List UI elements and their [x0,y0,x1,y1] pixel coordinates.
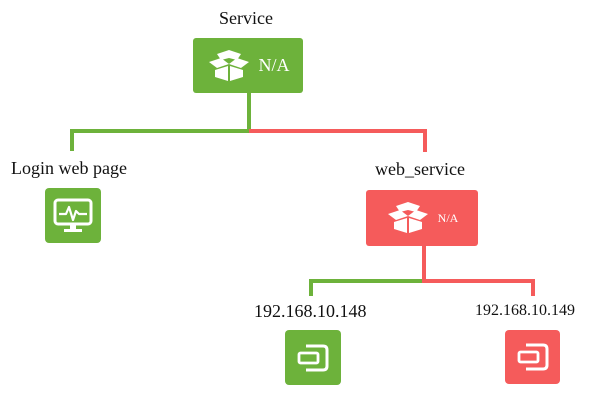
package-icon [208,49,249,81]
service-node-label: Service [219,8,273,28]
service-status-text: N/A [258,55,290,75]
host-148-node-label: 192.168.10.148 [254,301,367,321]
web-service-node-label: web_service [375,159,465,179]
host-148-node[interactable] [285,330,341,385]
host-icon [297,344,329,371]
package-icon [387,202,428,233]
web-service-status-text: N/A [437,210,459,225]
host-149-node-label: 192.168.10.149 [475,302,575,319]
service-node[interactable]: N/A [193,38,303,93]
monitor-icon [53,198,93,232]
login-node[interactable] [45,188,101,243]
host-icon [517,343,548,371]
web-service-node[interactable]: N/A [366,190,478,246]
host-149-node[interactable] [505,330,560,384]
login-node-label: Login web page [11,158,127,178]
